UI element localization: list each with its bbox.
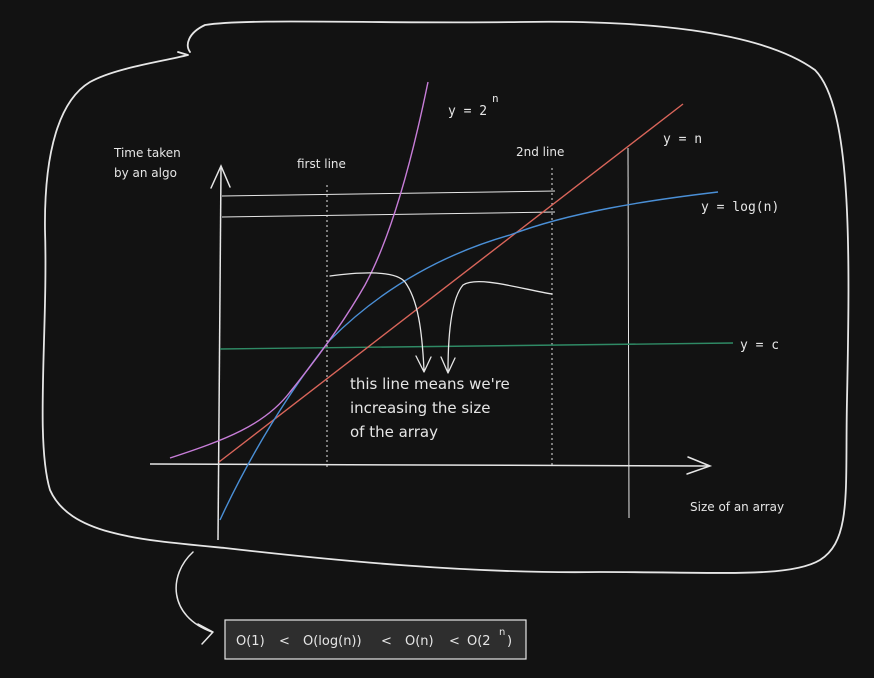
y-axis-arrowhead — [210, 164, 231, 189]
complexity-lt-1: < — [279, 634, 290, 649]
right-boundary-line — [627, 147, 630, 519]
complexity-o2n-close: ) — [507, 634, 512, 649]
constant-label: y = c — [740, 338, 779, 353]
x-axis — [149, 463, 709, 467]
y-axis-label-line1: Time taken — [113, 146, 181, 160]
cloud-border — [41, 20, 850, 574]
complexity-on: O(n) — [405, 634, 434, 649]
linear-label: y = n — [663, 132, 702, 147]
x-axis-label: Size of an array — [690, 500, 784, 514]
connector-arrow — [175, 551, 214, 645]
complexity-o2n: O(2 — [467, 634, 491, 649]
annotation-line2: increasing the size — [350, 399, 490, 417]
annotation-line3: of the array — [350, 423, 438, 441]
y-axis — [217, 167, 222, 541]
annotation-line1: this line means we're — [350, 375, 510, 393]
first-line-label: first line — [297, 157, 346, 171]
upper-reference-line — [221, 190, 556, 197]
complexity-lt-2: < — [381, 634, 392, 649]
exponential-label-superscript: n — [492, 92, 499, 105]
exponential-curve — [169, 81, 429, 459]
second-line-label: 2nd line — [516, 145, 564, 159]
y-axis-label-line2: by an algo — [114, 166, 177, 180]
log-label: y = log(n) — [701, 200, 779, 215]
log-curve — [219, 191, 719, 521]
right-annotation-arrow — [440, 281, 553, 374]
constant-curve — [219, 342, 734, 350]
left-annotation-arrow — [329, 272, 432, 373]
exponential-label: y = 2 — [448, 104, 487, 119]
complexity-lt-3: < — [449, 634, 460, 649]
linear-curve — [218, 103, 684, 463]
x-axis-arrowhead — [686, 456, 713, 475]
complexity-o1: O(1) — [236, 634, 265, 649]
lower-reference-line — [221, 211, 556, 218]
complexity-ologn: O(log(n)) — [303, 634, 362, 649]
complexity-o2n-superscript: n — [499, 627, 505, 638]
complexity-order-box — [224, 619, 527, 660]
